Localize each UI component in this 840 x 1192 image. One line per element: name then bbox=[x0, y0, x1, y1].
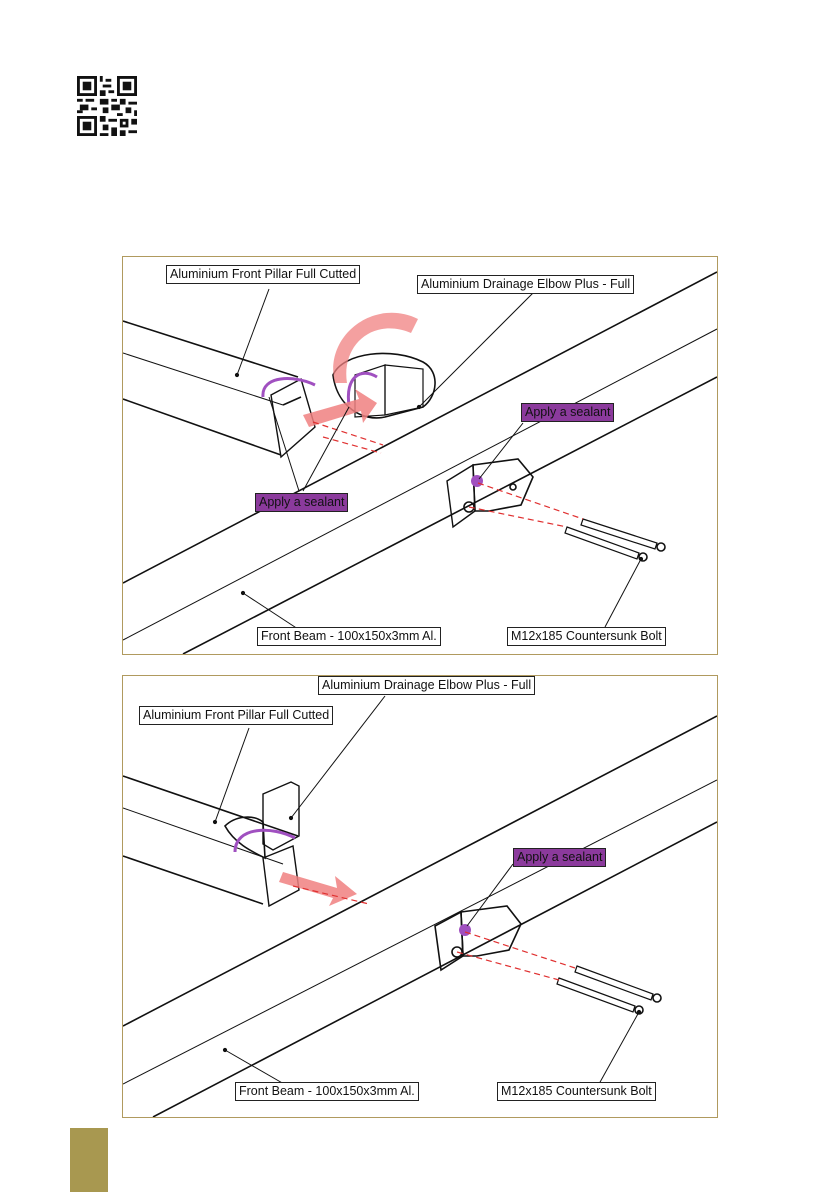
label-sealant-left: Apply a sealant bbox=[255, 493, 348, 512]
label-beam: Front Beam - 100x150x3mm Al. bbox=[257, 627, 441, 646]
label-bolt: M12x185 Countersunk Bolt bbox=[497, 1082, 656, 1101]
label-pillar: Aluminium Front Pillar Full Cutted bbox=[166, 265, 360, 284]
label-sealant-right: Apply a sealant bbox=[521, 403, 614, 422]
label-beam: Front Beam - 100x150x3mm Al. bbox=[235, 1082, 419, 1101]
qr-code-icon bbox=[77, 76, 137, 136]
label-elbow: Aluminium Drainage Elbow Plus - Full bbox=[318, 676, 535, 695]
page-tab bbox=[70, 1128, 108, 1192]
assembly-illustration-2 bbox=[123, 676, 717, 1117]
assembly-panel-1: Aluminium Front Pillar Full Cutted Alumi… bbox=[122, 256, 718, 655]
label-pillar: Aluminium Front Pillar Full Cutted bbox=[139, 706, 333, 725]
label-sealant-right: Apply a sealant bbox=[513, 848, 606, 867]
assembly-panel-2: Aluminium Drainage Elbow Plus - Full Alu… bbox=[122, 675, 718, 1118]
assembly-illustration-1 bbox=[123, 257, 717, 654]
label-elbow: Aluminium Drainage Elbow Plus - Full bbox=[417, 275, 634, 294]
label-bolt: M12x185 Countersunk Bolt bbox=[507, 627, 666, 646]
